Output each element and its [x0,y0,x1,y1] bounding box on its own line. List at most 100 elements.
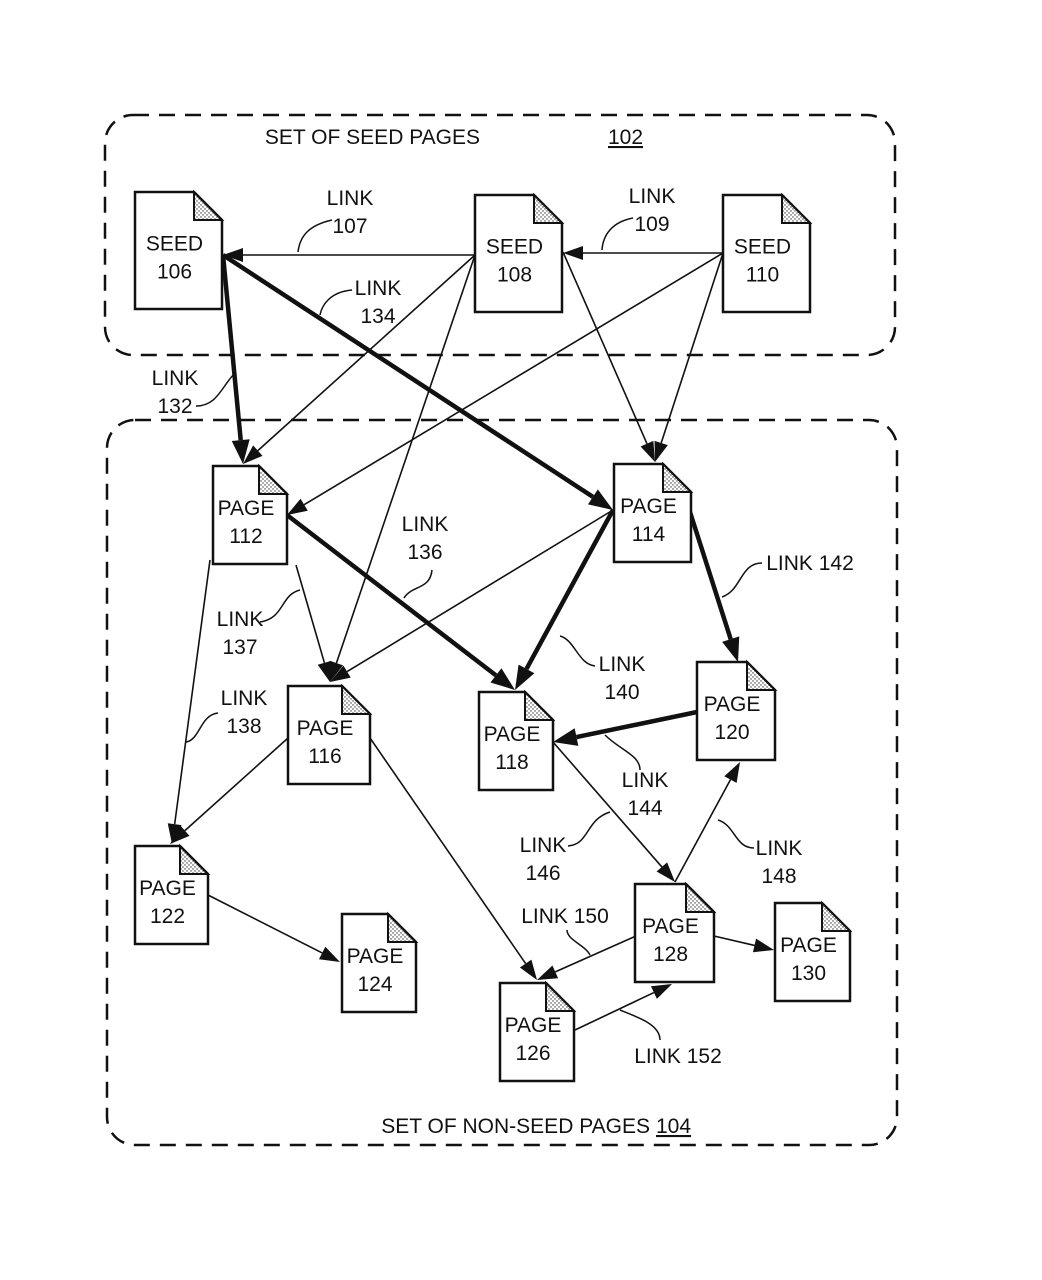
document-icon [721,193,812,314]
link-116-to-122 [170,737,289,844]
link-label-text: 144 [627,797,662,820]
link-112-to-122 [167,559,211,844]
link-108-to-106 [223,248,475,262]
link-114-to-116 [330,509,614,682]
page-number: 124 [357,973,392,996]
arrowhead-icon [515,664,535,690]
folded-corner-icon [387,911,419,943]
leader-line-136 [403,569,433,599]
link-label-text: LINK [327,187,374,210]
arrowhead-icon [563,246,583,260]
arrowhead-icon [640,440,655,462]
link-108-to-112 [243,254,476,464]
link-label-text: 146 [525,862,560,885]
page-kind: PAGE [642,915,699,938]
arrowhead-icon [654,440,668,462]
link-122-to-124 [207,894,340,962]
page-kind: SEED [734,236,791,259]
arrowhead-icon [243,445,263,464]
link-line [574,991,655,1031]
link-106-to-114 [221,253,613,510]
folded-corner-icon [662,461,694,493]
link-126-to-128 [574,984,672,1031]
arrowhead-icon [167,823,182,844]
page-kind: PAGE [484,723,541,746]
folded-corner-icon [524,689,556,721]
link-line [674,779,732,883]
nonseed-group-title: SET OF NON-SEED PAGES [381,1115,650,1138]
seed-group-ref: 102 [608,126,643,149]
leader-line-144 [604,734,641,771]
folded-corner-icon [746,659,778,691]
link-line [576,709,698,740]
page-kind: PAGE [139,877,196,900]
link-label-text: LINK 150 [521,905,609,928]
link-line [221,253,595,499]
page-number: 112 [229,525,262,548]
arrowhead-icon [330,665,351,682]
link-label-text: 109 [634,213,669,236]
page-number: 108 [497,264,532,287]
link-128-to-120 [674,762,740,883]
link-label-152: LINK 152 [634,1045,722,1068]
nonseed-group-border [105,418,899,1147]
page-number: 128 [653,943,688,966]
seed-group-title: SET OF SEED PAGES [265,126,480,149]
link-112-to-116 [295,564,332,682]
link-line [173,559,211,825]
leader-line-146 [567,811,611,847]
page-kind: SEED [146,233,203,256]
arrowhead-icon [329,660,344,682]
arrowhead-icon [490,668,515,690]
page-number: 120 [714,721,749,744]
arrowhead-icon [318,946,340,962]
link-line [552,741,663,868]
page-number: 110 [746,264,779,287]
link-label-142: LINK 142 [766,552,854,575]
leader-line-140 [559,635,596,667]
page-number: 106 [157,261,192,284]
link-114-to-120 [687,511,740,662]
link-110-to-112 [287,252,724,515]
folded-corner-icon [533,192,565,224]
links [167,246,774,1031]
link-110-to-114 [654,252,724,462]
arrowhead-icon [519,959,537,980]
leader-line-107 [297,219,333,253]
link-line [257,254,476,452]
arrowhead-icon [752,938,774,953]
link-line [303,252,724,506]
leader-line-132 [195,371,237,407]
page-kind: PAGE [347,945,404,968]
link-128-to-126 [537,935,637,980]
link-label-text: 132 [157,395,192,418]
link-label-text: 107 [332,215,367,238]
link-128-to-130 [713,935,774,953]
leader-line-134 [319,289,353,316]
page-number: 118 [495,751,528,774]
arrowhead-icon [650,984,672,999]
link-line [220,254,243,441]
link-label-text: 140 [604,681,639,704]
arrowhead-icon [170,825,190,844]
page-kind: PAGE [620,495,677,518]
link-label-text: 136 [407,541,442,564]
arrowhead-icon [656,862,675,882]
arrowhead-icon [287,498,308,515]
link-labels: LINK107LINK109LINK134LINK132LINK136LINK1… [152,185,854,1068]
link-label-text: 137 [222,636,257,659]
leader-line-109 [601,217,634,251]
page-kind: PAGE [297,717,354,740]
link-line [554,935,637,973]
arrowhead-icon [587,489,613,510]
